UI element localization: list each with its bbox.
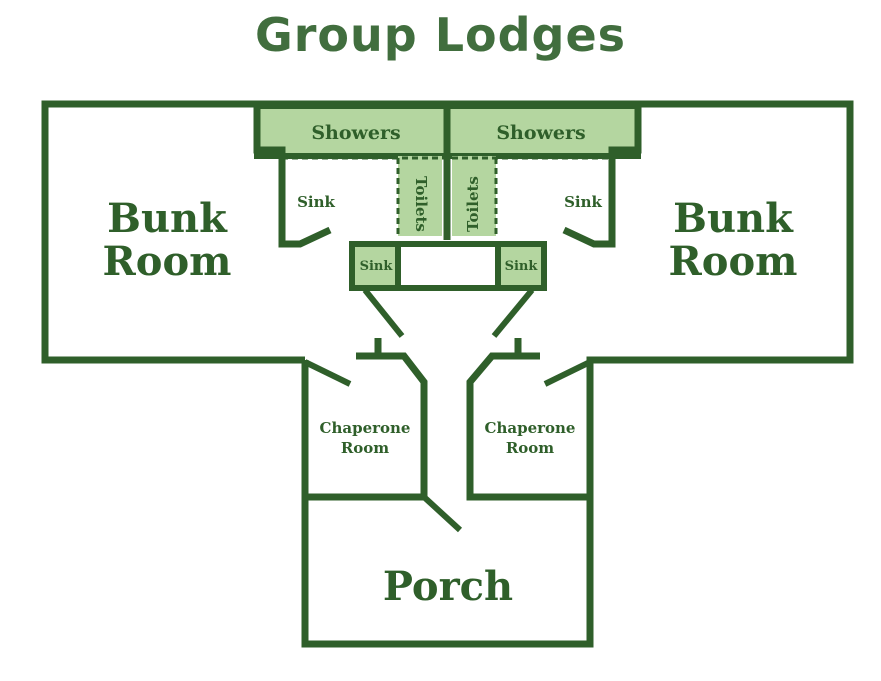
- right-sink-wall: [562, 106, 642, 248]
- sink-right-upper-label: Sink: [564, 193, 602, 211]
- chaperone-left-label-1: Chaperone: [320, 419, 411, 437]
- toilets-left-label: Toilets: [412, 176, 430, 232]
- outer-wall: [41, 100, 854, 648]
- chaperone-right-label-2: Room: [506, 439, 554, 457]
- right-chaperone-door: [543, 359, 592, 387]
- sink-left-lower-label: Sink: [360, 259, 394, 274]
- chaperone-left-label-2: Room: [341, 439, 389, 457]
- sink-left-upper-label: Sink: [297, 193, 335, 211]
- bunk-room-left-label-2: Room: [103, 238, 232, 285]
- bunk-room-right-label-2: Room: [669, 238, 798, 285]
- sink-right-lower-label: Sink: [505, 259, 539, 274]
- right-chaperone-wall: [466, 352, 588, 501]
- porch-door: [421, 494, 463, 533]
- right-hall-door: [491, 288, 535, 338]
- page-title: Group Lodges: [254, 8, 627, 62]
- showers-left-label: Showers: [311, 122, 400, 144]
- left-chaperone-door: [303, 359, 352, 387]
- porch-label: Porch: [383, 563, 513, 610]
- left-sink-wall: [253, 106, 332, 248]
- center-closet: [395, 241, 501, 291]
- chaperone-right-label-1: Chaperone: [485, 419, 576, 437]
- showers-right-label: Showers: [496, 122, 585, 144]
- left-chaperone-wall: [308, 352, 428, 501]
- bunk-room-right-label-1: Bunk: [673, 195, 794, 242]
- toilets-left-area: [398, 156, 442, 236]
- toilets-right-area: [452, 156, 496, 236]
- left-hall-door: [362, 288, 405, 338]
- bunk-room-left-label-1: Bunk: [107, 195, 228, 242]
- toilets-right-label: Toilets: [464, 176, 482, 232]
